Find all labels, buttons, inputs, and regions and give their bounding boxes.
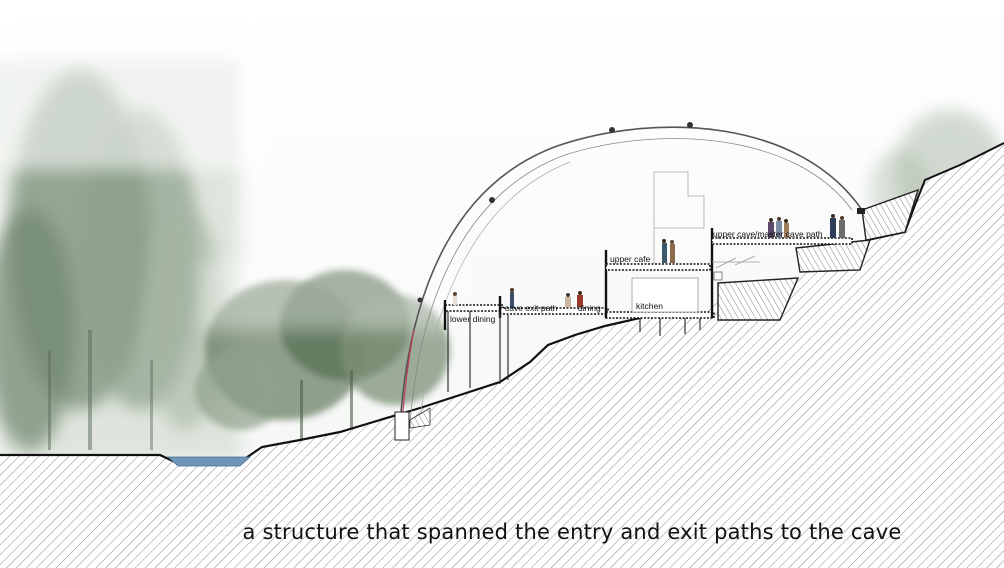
person	[784, 219, 789, 238]
footing	[394, 411, 410, 441]
label-cave-exit-path: cave exit path	[505, 303, 558, 313]
person	[768, 218, 774, 238]
label-lower-dining: lower dining	[450, 314, 496, 324]
posts	[447, 311, 701, 392]
label-upper-cave-path: upper cave/master cave path	[713, 229, 823, 239]
person	[662, 239, 667, 263]
person	[839, 216, 845, 238]
people	[453, 214, 845, 308]
person	[577, 291, 583, 307]
stream	[166, 456, 252, 467]
diagram-caption: a structure that spanned the entry and e…	[242, 520, 902, 544]
label-upper-cafe: upper cafe	[610, 254, 650, 264]
decks	[443, 171, 853, 330]
canopy-arch	[399, 122, 865, 426]
label-kitchen: kitchen	[636, 301, 663, 311]
person	[670, 240, 675, 263]
person	[510, 288, 514, 308]
person	[830, 214, 836, 238]
person	[565, 293, 571, 307]
forest-middle	[195, 260, 460, 440]
stone-terraces	[717, 188, 920, 321]
label-dining: dining	[578, 303, 601, 313]
person	[453, 292, 457, 305]
person	[776, 217, 782, 238]
ground-section	[0, 143, 1004, 568]
